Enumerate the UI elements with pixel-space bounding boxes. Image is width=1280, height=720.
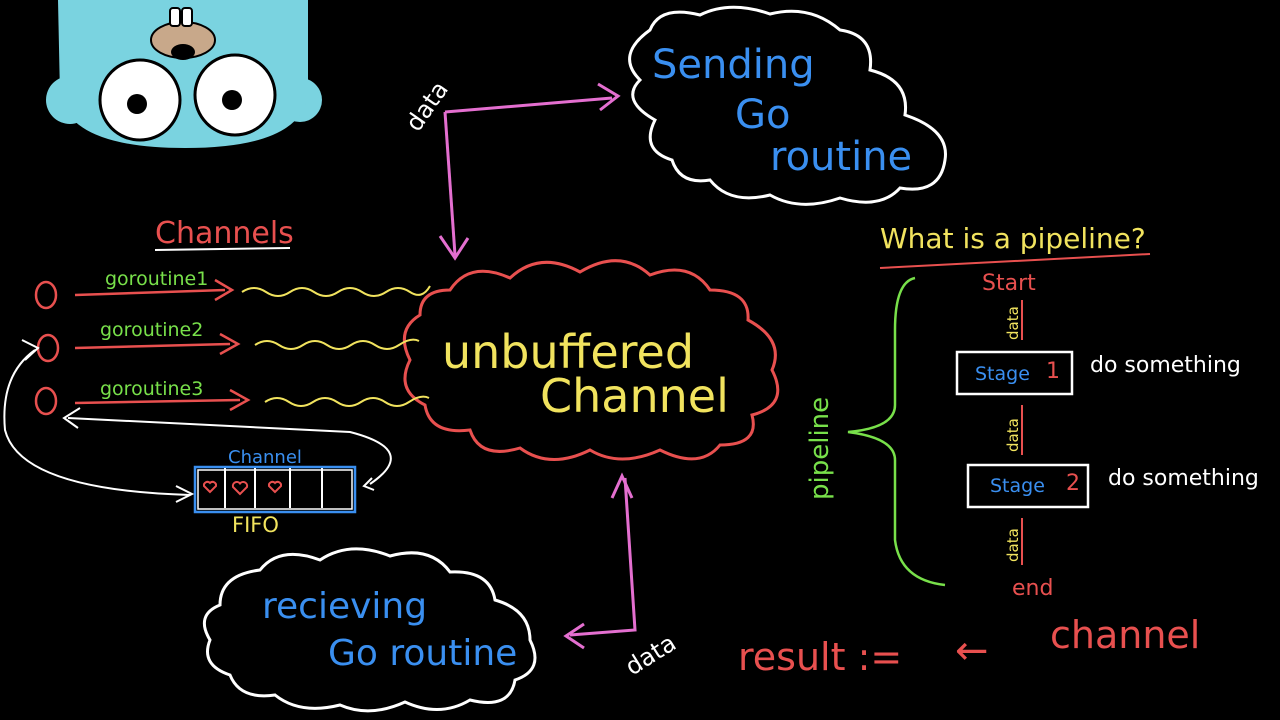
center-label-line2: Channel (540, 369, 729, 423)
goroutine-label-1: goroutine1 (105, 268, 208, 290)
pipeline-start: Start (982, 271, 1036, 296)
fifo-queue (193, 465, 357, 514)
center-cloud-outline (402, 259, 780, 461)
fifo-caption: FIFO (232, 513, 279, 537)
pipeline-data-3: data (1004, 528, 1022, 562)
goroutine-arrows (74, 278, 251, 412)
stage-2-number: 2 (1066, 471, 1080, 496)
receiving-label-line1: recieving (262, 586, 427, 627)
channels-title-underline (154, 247, 291, 251)
pipeline-data-1: data (1004, 306, 1022, 340)
goroutine-label-2: goroutine2 (100, 319, 203, 341)
stage-2-action: do something (1108, 466, 1259, 491)
receiving-label-line2: Go routine (328, 633, 517, 674)
stage-1-action: do something (1090, 353, 1241, 378)
bottom-data-label: data (620, 629, 681, 681)
top-data-label: data (400, 76, 454, 136)
goroutine-label-3: goroutine3 (100, 378, 203, 400)
result-arrow: ← (955, 628, 989, 674)
result-rhs: channel (1050, 613, 1200, 657)
receiving-cloud-outline (202, 547, 537, 713)
pipeline-stage-boxes (955, 350, 1090, 509)
pipeline-brace (847, 276, 946, 587)
goroutine-squiggles (241, 285, 431, 407)
result-lhs: result := (738, 635, 902, 679)
sending-label-line2: Go (735, 92, 790, 138)
stage-2-name: Stage (990, 475, 1045, 497)
pipeline-end: end (1012, 576, 1053, 601)
sending-label-line3: routine (770, 134, 912, 180)
pipeline-question: What is a pipeline? (880, 222, 1146, 255)
sending-label-line1: Sending (652, 42, 815, 88)
bottom-data-arrows (563, 472, 637, 650)
pipeline-bracket-label: pipeline (805, 397, 835, 500)
channels-title: Channels (155, 216, 294, 251)
gopher-mascot (46, 0, 322, 148)
top-data-arrows (438, 82, 621, 261)
sending-cloud-outline (628, 5, 947, 206)
fifo-channel-label: Channel (228, 447, 302, 468)
stage-1-number: 1 (1046, 359, 1060, 384)
pipeline-data-2: data (1004, 418, 1022, 452)
pipeline-question-underline (879, 253, 1151, 269)
stage-1-name: Stage (975, 363, 1030, 385)
fifo-flow-arrows (3, 339, 392, 503)
center-label-line1: unbuffered (442, 325, 694, 379)
